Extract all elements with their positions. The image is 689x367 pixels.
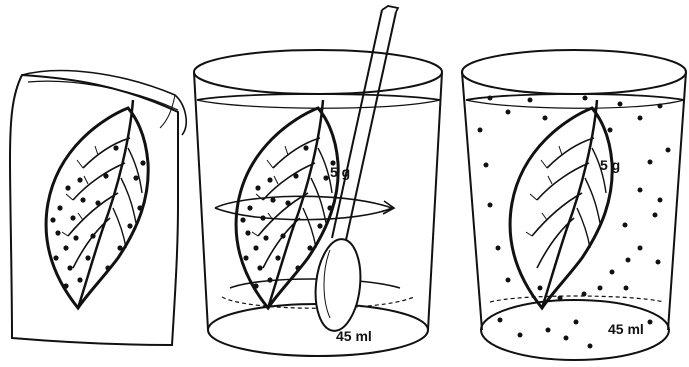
dispersed-particles — [478, 96, 671, 349]
mass-label-dispersed: 5 g — [600, 157, 620, 173]
volume-label-dispersed: 45 ml — [608, 321, 644, 337]
leaf-in-glass-dispersed — [510, 100, 612, 308]
mass-label-stirring: 5 g — [330, 164, 350, 180]
volume-label-stirring: 45 ml — [336, 328, 372, 344]
tea-bag — [10, 71, 186, 345]
